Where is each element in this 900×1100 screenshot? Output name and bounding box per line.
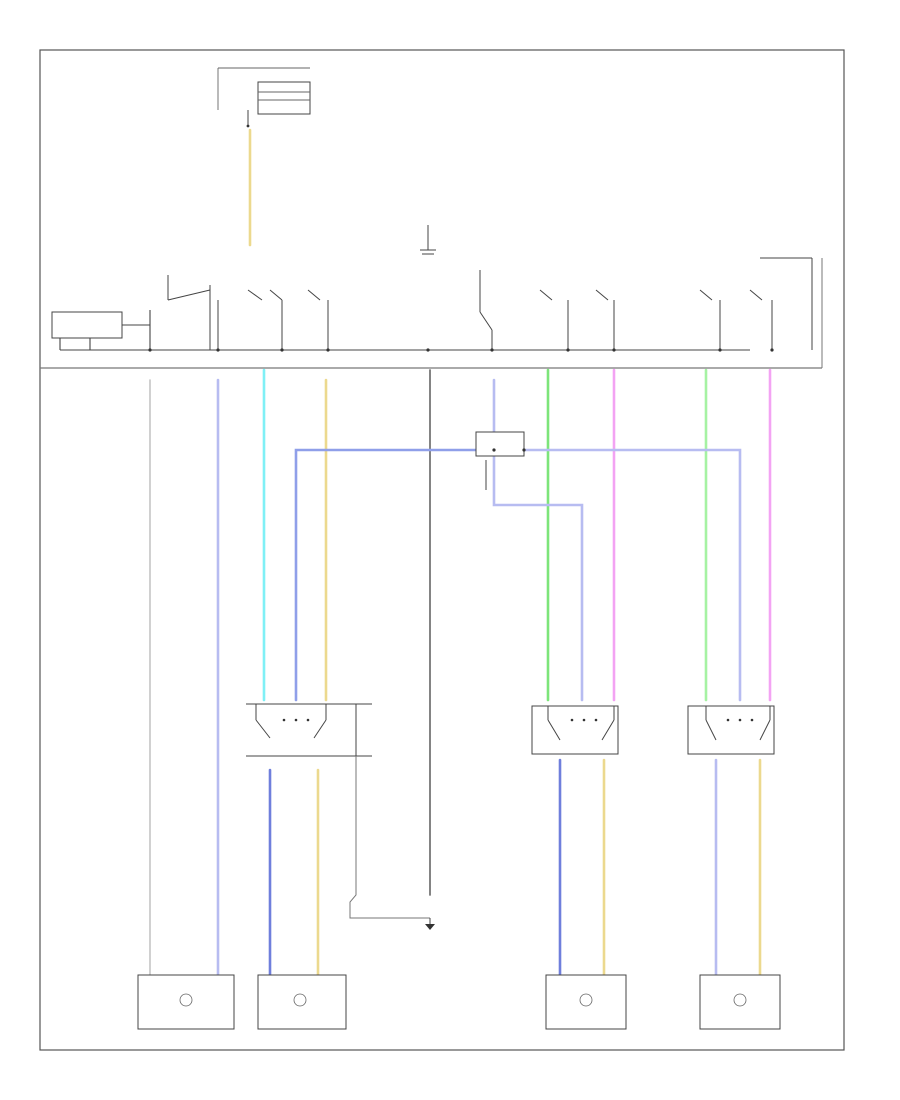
- fuse-block: [217, 67, 311, 128]
- lr-window-motor: [545, 974, 627, 1030]
- ground-symbol: [425, 918, 435, 930]
- wire-blue-lock: [294, 448, 488, 702]
- rr-window-switch: [687, 705, 775, 755]
- rr-window-motor: [699, 974, 781, 1030]
- rf-window-switch: [246, 703, 372, 757]
- rf-window-motor: [257, 974, 347, 1030]
- diagram-frame: [39, 49, 845, 1051]
- wire-violet-branch: [492, 378, 584, 702]
- lock-switch-connector: [420, 225, 436, 255]
- wire-violet-lock: [518, 448, 742, 702]
- master-switch: [51, 257, 813, 352]
- lr-window-switch: [531, 705, 619, 755]
- splice-block: [475, 431, 526, 490]
- wire-ground-rf: [349, 756, 430, 919]
- lf-window-motor: [137, 974, 235, 1030]
